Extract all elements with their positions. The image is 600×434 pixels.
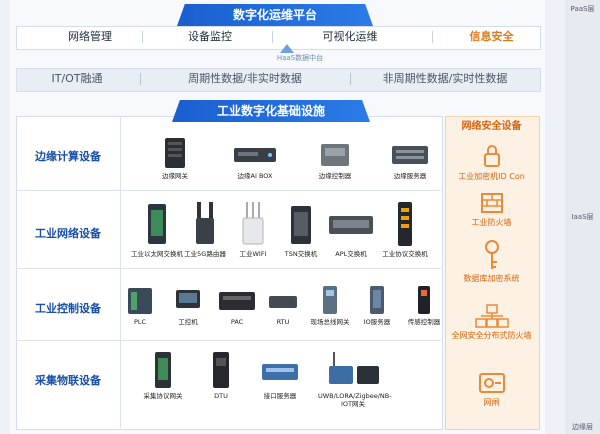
platform-title: 数字化运维平台 [177, 4, 373, 26]
device-sensor-controller: 传感控制器 [389, 284, 459, 326]
firewall-icon [480, 193, 503, 213]
device-plc: PLC [105, 284, 175, 326]
security-item-firewall: 工业防火墙 [445, 190, 538, 228]
app-separator [142, 31, 143, 43]
lock-icon [483, 145, 500, 167]
device-pac: PAC [202, 284, 272, 326]
row-label-iot-collection: 采集物联设备 [35, 374, 101, 387]
device-edge-server: 边缘服务器 [375, 136, 445, 180]
device-apl-switch: APL交换机 [316, 200, 386, 258]
device-industrial-pc: 工控机 [153, 284, 223, 326]
row-label-edge-computing: 边缘计算设备 [35, 150, 101, 163]
device-io-server: IO服务器 [342, 284, 412, 326]
plc-icon [128, 288, 152, 314]
edge-controller-icon [321, 144, 349, 166]
device-rtu: RTU [248, 284, 318, 326]
device-protocol-gateway: 采集协议网关 [128, 350, 198, 400]
device-edge-controller: 边缘控制器 [300, 136, 370, 180]
device-industrial-ethernet-switch: 工业以太网交换机 [122, 200, 192, 258]
ai-box-icon [234, 148, 276, 162]
layer-label-paas: PaaS层 [570, 5, 595, 13]
security-item-distributed-firewall: 全网安全分布式防火墙 [445, 303, 538, 341]
rtu-icon [269, 296, 297, 308]
app-information-security: 信息安全 [469, 30, 514, 43]
router-5g-icon [196, 202, 214, 244]
device-wireless-gateway: UWB/LORA/Zigbee/NB-IOT网关 [318, 350, 392, 408]
industrial-pc-icon [176, 290, 200, 308]
device-fieldbus-gateway: 现场总线网关 [295, 284, 365, 326]
up-arrow-icon [280, 44, 294, 53]
device-industrial-5g-router: 工业5G路由器 [170, 200, 240, 258]
security-title: 网络安全设备 [461, 121, 522, 132]
edge-gateway-icon [165, 138, 185, 168]
protocol-switch-icon [398, 202, 412, 246]
sensor-controller-icon [418, 286, 430, 314]
interface-server-icon [262, 364, 298, 380]
distributed-firewall-icon [474, 304, 509, 328]
row-divider [16, 190, 441, 191]
wifi-ap-icon [242, 202, 264, 245]
wireless-gateway-icon [329, 352, 379, 384]
device-edge-gateway: 边缘网关 [140, 136, 210, 180]
data-item-aperiodic: 非周期性数据/实时性数据 [382, 72, 508, 85]
app-visual-ops: 可视化运维 [322, 30, 378, 43]
edge-server-icon [392, 146, 428, 164]
data-item-itot: IT/OT融通 [51, 72, 103, 85]
layer-label-iaas: IaaS层 [571, 213, 594, 221]
data-separator [350, 73, 351, 85]
io-server-icon [370, 286, 384, 314]
column-divider [120, 116, 121, 428]
row-label-industrial-control: 工业控制设备 [35, 302, 101, 315]
app-separator [432, 31, 433, 43]
ethernet-switch-icon [148, 204, 166, 244]
apl-switch-icon [329, 216, 373, 234]
data-bar [16, 68, 541, 92]
security-panel [445, 116, 540, 430]
application-bar [16, 26, 541, 50]
haas-label: HaaS数据中台 [276, 54, 324, 62]
device-edge-ai-box: 边缘AI BOX [220, 136, 290, 180]
fieldbus-gateway-icon [323, 286, 337, 314]
device-industrial-wifi: 工业WIFI [218, 200, 288, 258]
row-divider [16, 340, 441, 341]
tsn-switch-icon [291, 206, 311, 244]
app-separator [272, 31, 273, 43]
device-tsn-switch: TSN交换机 [266, 200, 336, 258]
row-divider [16, 268, 441, 269]
security-item-db-encryption: 数据库加密系统 [445, 238, 538, 284]
protocol-gateway-icon [155, 352, 171, 388]
app-network-management: 网络管理 [68, 30, 112, 43]
data-separator [140, 73, 141, 85]
row-label-industrial-network: 工业网络设备 [35, 227, 101, 240]
infrastructure-title: 工业数字化基础设施 [172, 100, 370, 122]
device-dtu: DTU [186, 350, 256, 400]
pac-icon [219, 292, 255, 310]
key-icon [484, 240, 499, 269]
security-item-encryptor: 工业加密机ID Con [445, 142, 538, 182]
gatekeeper-icon [478, 373, 505, 393]
layer-label-edge: 边缘层 [572, 423, 593, 431]
dtu-icon [213, 352, 229, 388]
device-interface-server: 接口服务器 [245, 350, 315, 400]
layer-rail [565, 0, 600, 434]
app-device-monitoring: 设备监控 [188, 30, 232, 43]
device-protocol-switch: 工业协议交换机 [370, 200, 440, 258]
data-item-periodic: 周期性数据/非实时数据 [188, 72, 302, 85]
security-item-gatekeeper: 网闸 [445, 370, 538, 408]
